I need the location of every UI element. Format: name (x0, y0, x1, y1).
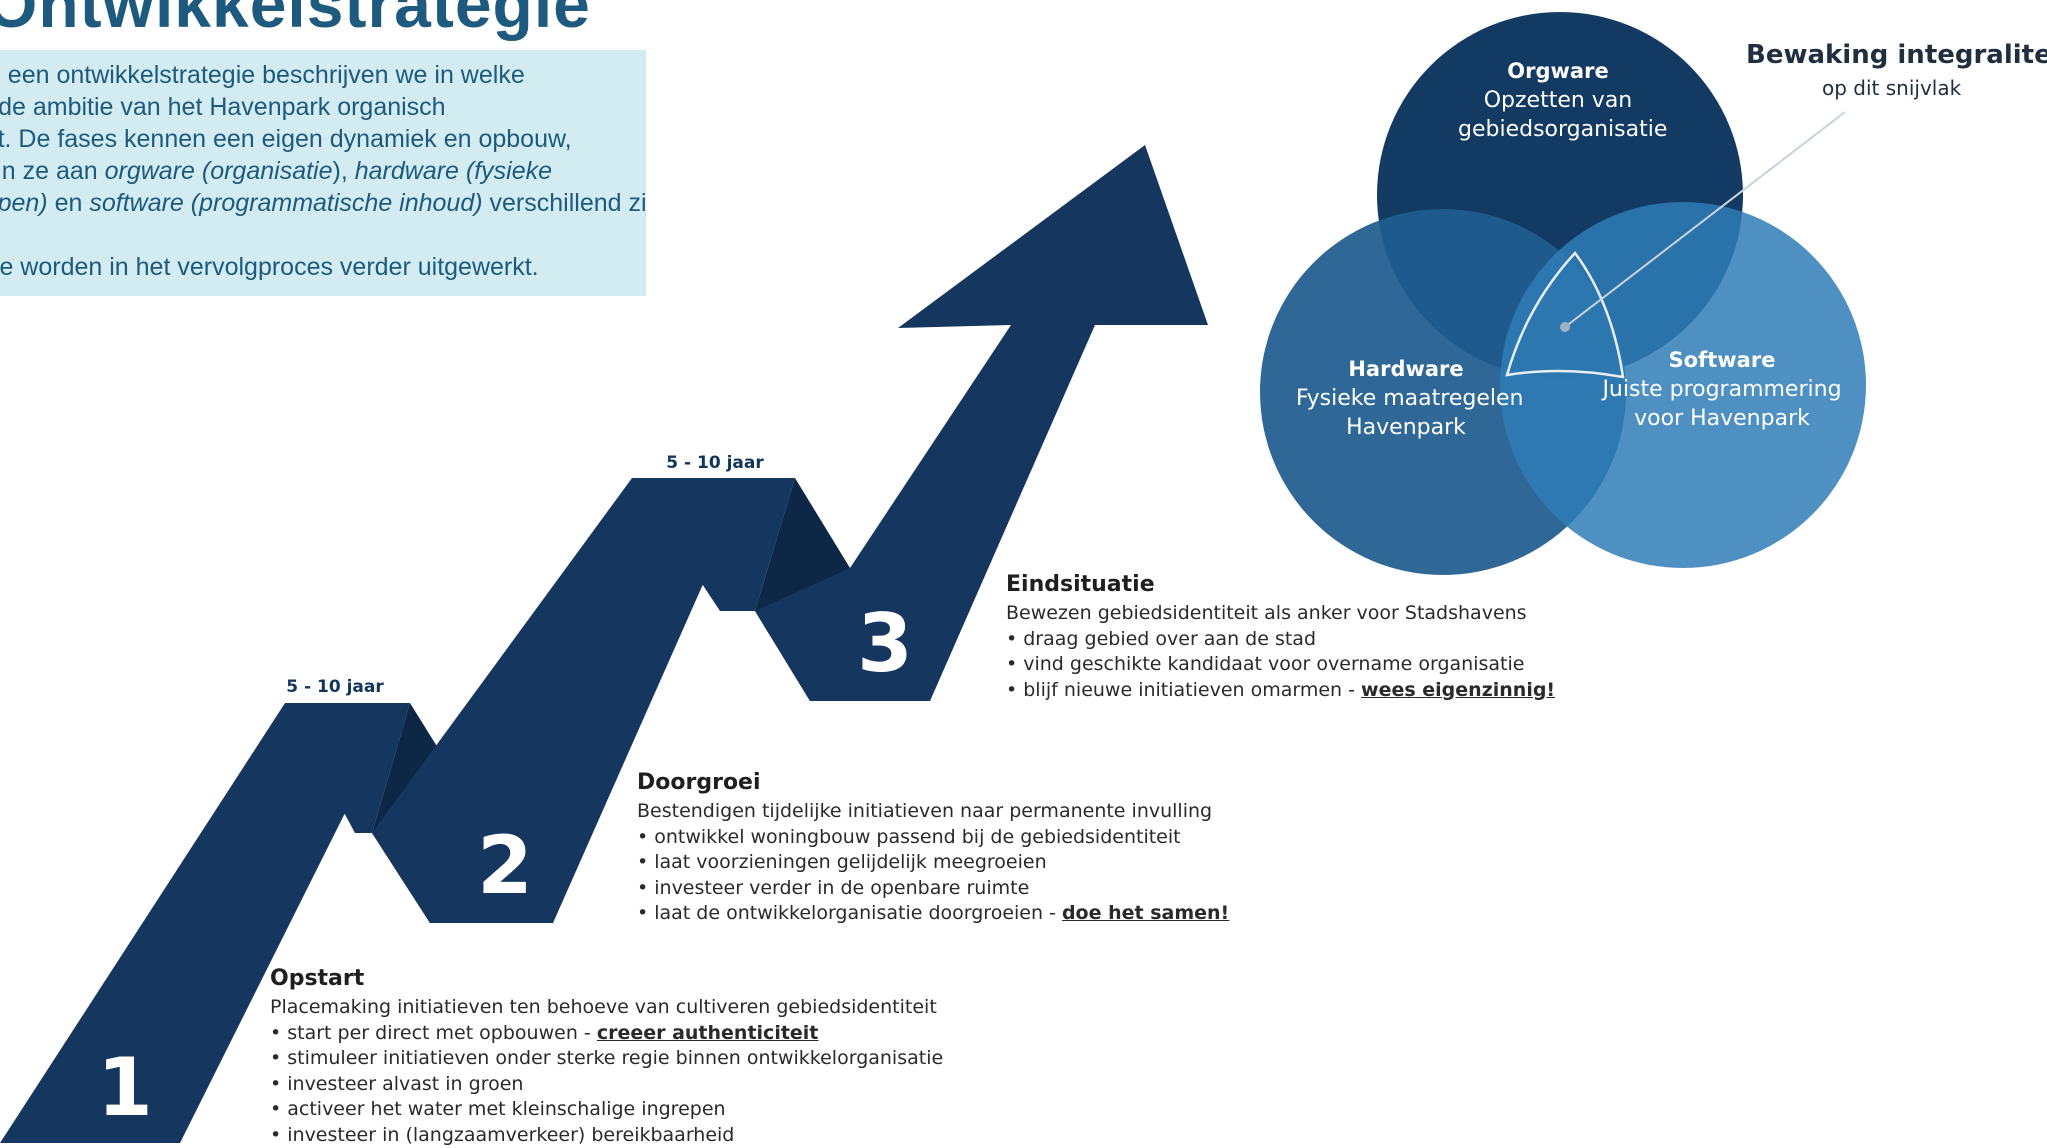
phase-item-emphasis: doe het samen! (1062, 902, 1229, 924)
integrality-callout-title: Bewaking integraliteit (1746, 40, 2047, 70)
phase-title: Doorgroei (637, 770, 1229, 795)
orgware-line-2: gebiedsorganisatie (1458, 115, 1658, 144)
phase-title: Opstart (270, 966, 943, 991)
integrality-callout-subtitle: op dit snijvlak (1822, 76, 1961, 100)
phase-item: • laat voorzieningen gelijdelijk meegroe… (637, 850, 1229, 876)
duration-label-step-3: 5 - 10 jaar (666, 453, 764, 473)
phase-item: • laat de ontwikkelorganisatie doorgroei… (637, 901, 1229, 927)
step-number-1: 1 (97, 1041, 153, 1134)
phase-item: • stimuleer initiatieven onder sterke re… (270, 1046, 943, 1072)
hardware-title: Hardware (1296, 355, 1516, 384)
phase-item: • ontwikkel woningbouw passend bij de ge… (637, 825, 1229, 851)
phase-item-text: • investeer alvast in groen (270, 1073, 523, 1095)
phase-item-text: • ontwikkel woningbouw passend bij de ge… (637, 826, 1181, 848)
software-line-2: voor Havenpark (1597, 404, 1847, 433)
phase-eindsituatie: Eindsituatie Bewezen gebiedsidentiteit a… (1006, 572, 1555, 703)
hardware-line-2: Havenpark (1296, 413, 1516, 442)
phase-item-emphasis: wees eigenzinnig! (1361, 679, 1555, 701)
software-title: Software (1597, 346, 1847, 375)
phase-title: Eindsituatie (1006, 572, 1555, 597)
phase-subtitle: Placemaking initiatieven ten behoeve van… (270, 995, 943, 1021)
step-number-2: 2 (477, 819, 533, 912)
orgware-title: Orgware (1458, 57, 1658, 86)
orgware-line-1: Opzetten van (1458, 86, 1658, 115)
software-line-1: Juiste programmering (1597, 375, 1847, 404)
phase-subtitle: Bewezen gebiedsidentiteit als anker voor… (1006, 601, 1555, 627)
phase-item: • blijf nieuwe initiatieven omarmen - we… (1006, 678, 1555, 704)
step-number-3: 3 (857, 597, 913, 690)
phase-item-text: • start per direct met opbouwen - (270, 1022, 597, 1044)
phase-item: • draag gebied over aan de stad (1006, 627, 1555, 653)
phase-item-text: • laat de ontwikkelorganisatie doorgroei… (637, 902, 1062, 924)
venn-label-hardware: Hardware Fysieke maatregelen Havenpark (1296, 355, 1516, 442)
phase-item-text: • stimuleer initiatieven onder sterke re… (270, 1047, 943, 1069)
phase-item-text: • activeer het water met kleinschalige i… (270, 1098, 726, 1120)
phase-item: • activeer het water met kleinschalige i… (270, 1097, 943, 1123)
phase-item: • investeer in (langzaamverkeer) bereikb… (270, 1123, 943, 1148)
duration-label-step-2: 5 - 10 jaar (286, 677, 384, 697)
venn-label-orgware: Orgware Opzetten van gebiedsorganisatie (1458, 57, 1658, 144)
phase-item-list: • start per direct met opbouwen - creeer… (270, 1021, 943, 1148)
phase-opstart: Opstart Placemaking initiatieven ten beh… (270, 966, 943, 1148)
intersection-dot (1560, 322, 1570, 332)
phase-subtitle: Bestendigen tijdelijke initiatieven naar… (637, 799, 1229, 825)
phase-item-text: • draag gebied over aan de stad (1006, 628, 1316, 650)
phase-item: • vind geschikte kandidaat voor overname… (1006, 652, 1555, 678)
venn-label-software: Software Juiste programmering voor Haven… (1597, 346, 1847, 433)
phase-item-emphasis: creeer authenticiteit (597, 1022, 819, 1044)
phase-item-text: • investeer verder in de openbare ruimte (637, 877, 1029, 899)
phase-item-list: • ontwikkel woningbouw passend bij de ge… (637, 825, 1229, 927)
phase-item-text: • vind geschikte kandidaat voor overname… (1006, 653, 1524, 675)
phase-doorgroei: Doorgroei Bestendigen tijdelijke initiat… (637, 770, 1229, 927)
phase-item-text: • laat voorzieningen gelijdelijk meegroe… (637, 851, 1047, 873)
phase-item-text: • investeer in (langzaamverkeer) bereikb… (270, 1124, 734, 1146)
phase-item: • investeer alvast in groen (270, 1072, 943, 1098)
phase-item-text: • blijf nieuwe initiatieven omarmen - (1006, 679, 1361, 701)
hardware-line-1: Fysieke maatregelen (1296, 384, 1516, 413)
phase-item: • investeer verder in de openbare ruimte (637, 876, 1229, 902)
phase-item: • start per direct met opbouwen - creeer… (270, 1021, 943, 1047)
phase-item-list: • draag gebied over aan de stad • vind ge… (1006, 627, 1555, 704)
